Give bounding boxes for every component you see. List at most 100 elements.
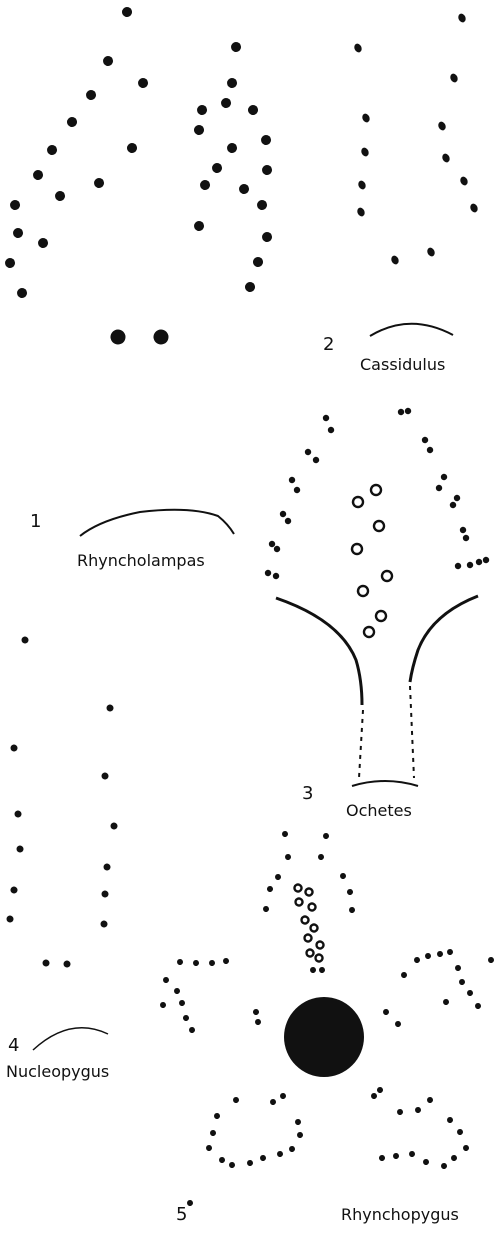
pore-dot <box>100 771 109 780</box>
pore-dot <box>109 821 118 830</box>
genus-label-rhyncholampas: Rhyncholampas <box>77 551 205 570</box>
pore-dot <box>228 1161 236 1169</box>
pore-dot <box>361 112 371 123</box>
left-wall-3 <box>276 598 362 705</box>
pore-dot <box>284 853 292 861</box>
pore-dot <box>20 635 29 644</box>
pore-ring <box>380 569 393 582</box>
pore-dot <box>322 832 330 840</box>
pore-dot <box>378 1154 386 1162</box>
pore-dot <box>414 1106 422 1114</box>
pore-dot <box>3 256 16 269</box>
pore-dot <box>396 1108 404 1116</box>
pore-dot <box>453 494 462 503</box>
pore-dot <box>173 987 181 995</box>
pore-dot <box>229 40 242 53</box>
pore-pattern-4 <box>5 635 118 968</box>
pore-dot <box>293 486 302 495</box>
pore-dot <box>260 163 273 176</box>
pore-dot <box>5 914 14 923</box>
right-wall-3 <box>410 596 478 682</box>
pore-dot <box>322 414 331 423</box>
pore-ring <box>350 542 363 555</box>
pore-dot <box>136 76 149 89</box>
pore-pattern-1 <box>3 5 273 347</box>
pore-dot <box>440 473 449 482</box>
pore-dot <box>195 103 208 116</box>
pore-dot <box>99 919 108 928</box>
pore-ring <box>309 923 318 932</box>
pore-dot <box>225 76 238 89</box>
pore-dot <box>360 146 370 157</box>
pore-dot <box>198 178 211 191</box>
pore-dot <box>466 561 475 570</box>
pore-dot <box>192 959 200 967</box>
pore-ring <box>305 948 314 957</box>
pore-dot <box>218 1156 226 1164</box>
pore-dot <box>151 327 171 347</box>
pore-rings-5 <box>293 883 324 962</box>
pore-dot <box>92 176 105 189</box>
pore-dot <box>426 1096 434 1104</box>
pore-dot <box>269 1098 277 1106</box>
pore-dot <box>232 1096 240 1104</box>
figure-4-nucleopygus: 4 Nucleopygus <box>5 635 118 1081</box>
pore-dot <box>260 230 273 243</box>
pore-dot <box>435 484 444 493</box>
pore-ring <box>294 897 303 906</box>
pore-dot <box>84 88 97 101</box>
pore-dot <box>426 446 435 455</box>
pore-dot <box>284 517 293 526</box>
pore-dot <box>288 1145 296 1153</box>
pore-dot <box>421 436 430 445</box>
pore-dot <box>318 966 326 974</box>
pore-ring <box>372 519 385 532</box>
pore-dot <box>62 959 71 968</box>
pore-dot <box>237 182 250 195</box>
pore-ring <box>351 495 364 508</box>
profile-outline-1 <box>80 510 234 536</box>
pore-dot <box>192 123 205 136</box>
pore-dot <box>442 998 450 1006</box>
pore-dot <box>36 236 49 249</box>
pore-dot <box>53 189 66 202</box>
pore-dot <box>162 976 170 984</box>
figure-number-3: 3 <box>302 783 313 804</box>
figure-number-4: 4 <box>8 1035 19 1056</box>
pore-dot <box>462 534 471 543</box>
pore-dot <box>41 958 50 967</box>
pore-pattern-2 <box>353 12 479 265</box>
pore-dot <box>482 556 491 565</box>
pore-ring <box>356 584 369 597</box>
pore-dot <box>450 1154 458 1162</box>
pore-dot <box>251 255 264 268</box>
pore-dot <box>188 1026 196 1034</box>
pore-dot <box>219 96 232 109</box>
pore-dot <box>279 510 288 519</box>
pore-dot <box>449 501 458 510</box>
left-groove-dash-3 <box>359 710 363 778</box>
pore-dot <box>459 526 468 535</box>
pore-dot <box>456 1128 464 1136</box>
pore-dot <box>459 175 469 186</box>
pore-dot <box>254 1018 262 1026</box>
pore-dot <box>281 830 289 838</box>
pore-dot <box>422 1158 430 1166</box>
figure-2-cassidulus: 2 Cassidulus <box>323 12 479 374</box>
pore-dot <box>208 959 216 967</box>
pore-dot <box>176 958 184 966</box>
pore-dot <box>222 957 230 965</box>
pore-dot <box>370 1092 378 1100</box>
profile-outline-3 <box>352 781 418 786</box>
pore-dot <box>392 1152 400 1160</box>
pore-dot <box>357 179 367 190</box>
pore-dot <box>304 448 313 457</box>
pore-ring <box>362 625 375 638</box>
pore-dot <box>45 143 58 156</box>
pore-dot <box>309 966 317 974</box>
pore-dot <box>440 1162 448 1170</box>
pore-dot <box>436 950 444 958</box>
pore-ring <box>369 483 382 496</box>
pore-dot <box>487 956 495 964</box>
